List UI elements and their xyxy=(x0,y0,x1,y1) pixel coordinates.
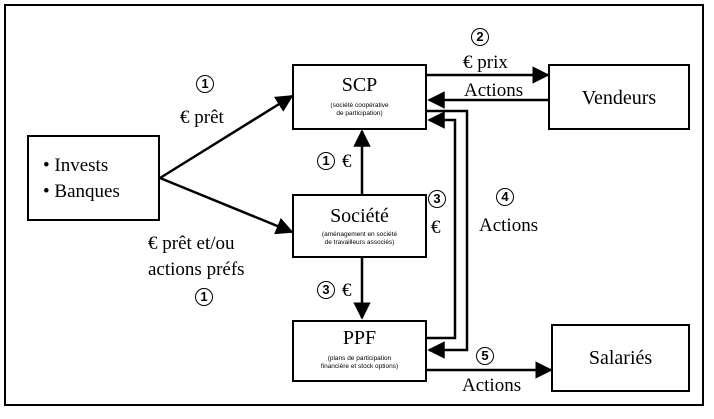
label-ppf-scp: € xyxy=(431,217,441,238)
ppf-subtitle-line-1: (plans de participation xyxy=(327,355,392,362)
arrow-scp-to-ppf xyxy=(427,109,469,359)
ppf-subtitle-line-2: financière et stock options) xyxy=(320,363,399,370)
node-ppf: PPF (plans de participation financière e… xyxy=(292,320,427,382)
arrow-investors-to-scp xyxy=(159,94,294,180)
step-number-scp-ppf: 4 xyxy=(496,188,514,206)
step-number-investors-societe: 1 xyxy=(195,288,213,306)
societe-subtitle-line-2: de travailleurs associés) xyxy=(324,239,395,246)
arrow-investors-to-societe xyxy=(159,176,294,235)
scp-title: SCP xyxy=(341,74,378,96)
node-societe: Société (aménagement en société de trava… xyxy=(292,194,427,258)
scp-subtitle-line-2: de participation) xyxy=(336,110,383,117)
label-societe-scp: € xyxy=(342,151,352,172)
step-number-investors-scp: 1 xyxy=(196,75,214,93)
arrow-ppf-to-scp xyxy=(427,111,457,340)
label-ppf-salaries: Actions xyxy=(462,375,522,396)
societe-subtitle-line-1: (aménagement en société xyxy=(321,231,398,238)
step-number-societe-ppf: 3 xyxy=(317,281,335,299)
label-scp-ppf: Actions xyxy=(479,215,539,236)
ppf-title: PPF xyxy=(342,327,377,349)
label-investors-societe-line-1: € prêt et/ou xyxy=(148,233,235,254)
step-number-scp-vendeurs: 2 xyxy=(471,28,489,46)
node-salaries: Salariés xyxy=(551,324,690,392)
investors-line-2: • Banques xyxy=(43,181,120,202)
investors-line-1: • Invests xyxy=(43,155,109,176)
node-investors: • Invests • Banques xyxy=(27,135,160,221)
step-number-societe-scp: 1 xyxy=(317,152,335,170)
societe-title: Société xyxy=(330,205,389,227)
vendeurs-title: Vendeurs xyxy=(581,87,657,109)
label-investors-scp: € prêt xyxy=(180,107,224,128)
node-scp: SCP (société coopérative de participatio… xyxy=(292,64,427,130)
label-investors-societe-line-2: actions préfs xyxy=(148,259,245,280)
label-vendeurs-scp: Actions xyxy=(464,80,524,101)
step-number-ppf-salaries: 5 xyxy=(476,347,494,365)
salaries-title: Salariés xyxy=(588,347,653,369)
label-scp-vendeurs: € prix xyxy=(463,52,508,73)
node-vendeurs: Vendeurs xyxy=(548,64,690,130)
step-number-ppf-scp: 3 xyxy=(428,190,446,208)
scp-subtitle-line-1: (société coopérative xyxy=(330,102,389,109)
label-societe-ppf: € xyxy=(342,280,352,301)
diagram-frame xyxy=(4,4,704,406)
